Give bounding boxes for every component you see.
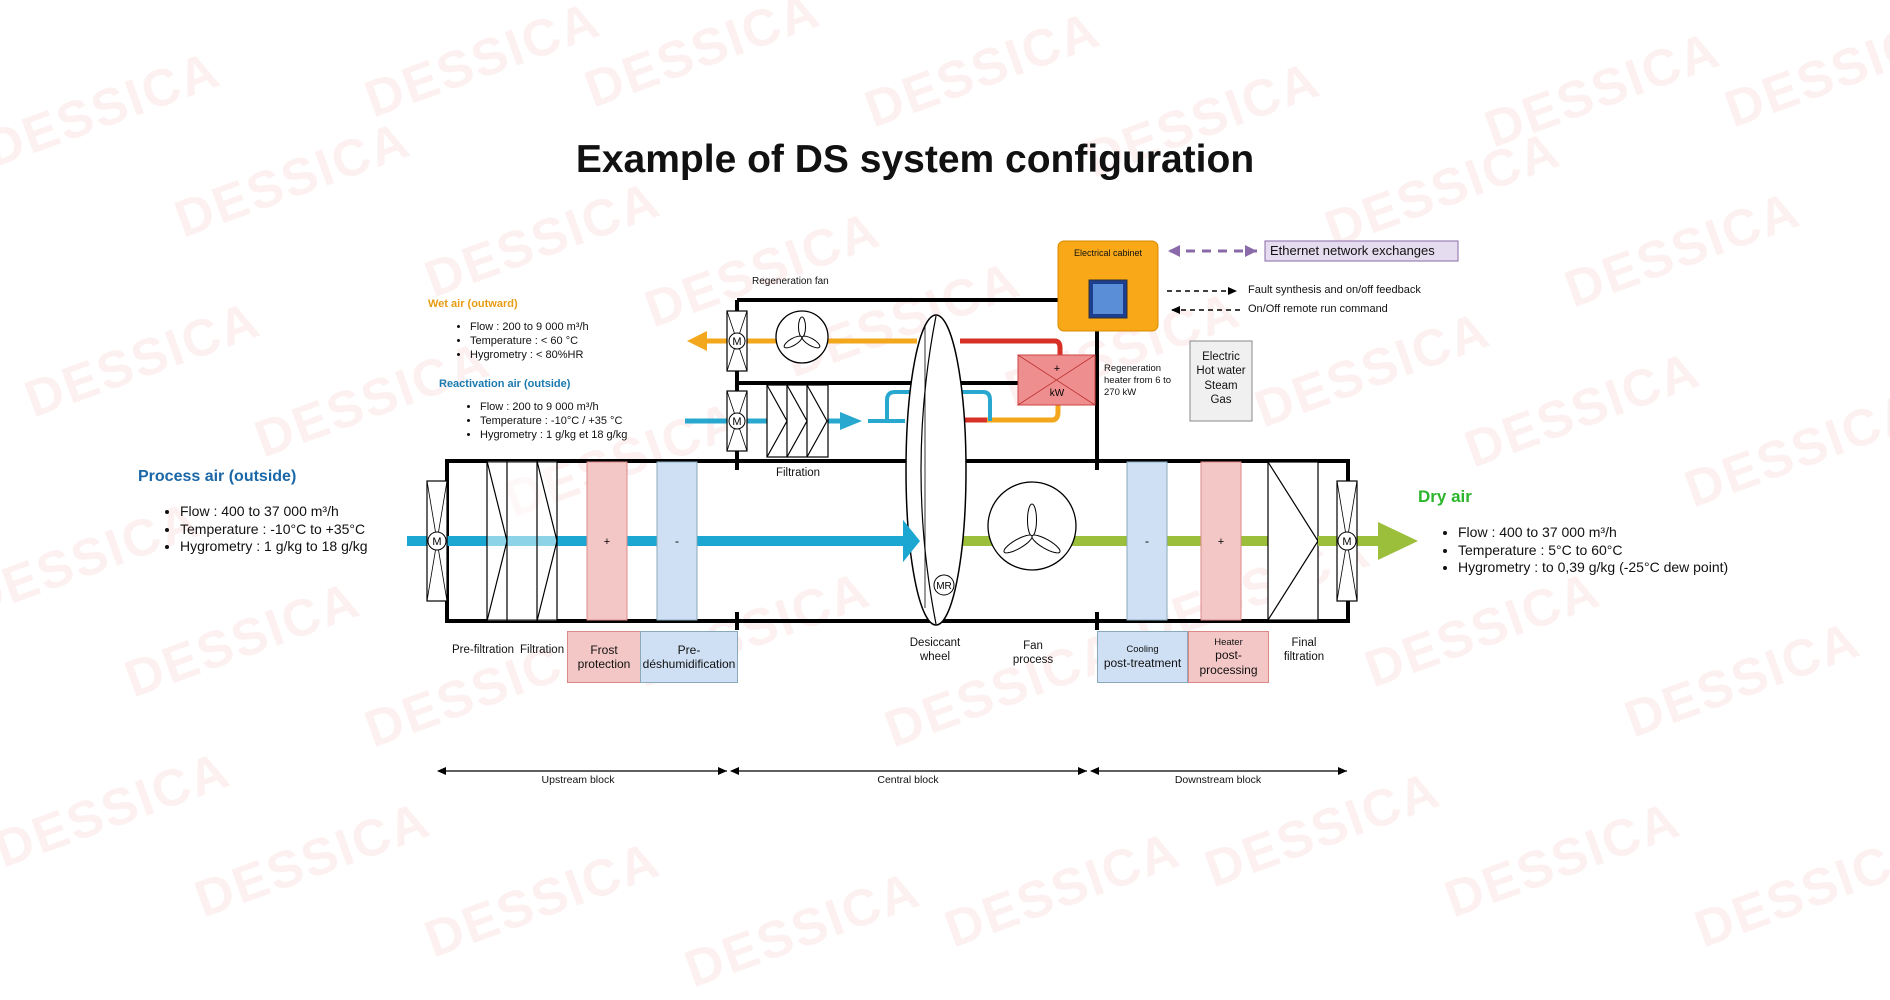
cooling-box: Cooling post-treatment <box>1097 631 1188 683</box>
prefiltration-label: Pre-filtration <box>452 644 514 656</box>
svg-text:M: M <box>432 536 441 548</box>
reactivation-filter <box>766 384 829 458</box>
heater-box: Heater post-processing <box>1188 631 1269 683</box>
pre-cooler <box>656 461 698 621</box>
fan-process-label: Fan process <box>1012 640 1054 667</box>
svg-text:+: + <box>604 536 610 548</box>
svg-text:-: - <box>675 534 679 548</box>
post-heater <box>1200 461 1242 621</box>
svg-text:+: + <box>1054 363 1060 375</box>
svg-text:-: - <box>1145 534 1149 548</box>
dry-air-title: Dry air <box>1418 487 1472 506</box>
filtration-label: Filtration <box>520 644 565 656</box>
final-filtration-label: Final filtration <box>1283 637 1325 664</box>
onoff-label: On/Off remote run command <box>1248 303 1388 315</box>
svg-text:M: M <box>1342 536 1351 548</box>
dry-air-list: Flow : 400 to 37 000 m³/h Temperature : … <box>1436 524 1738 577</box>
fault-label: Fault synthesis and on/off feedback <box>1248 284 1421 296</box>
process-air-title: Process air (outside) <box>138 468 297 485</box>
frost-protection-box: Frost protection <box>567 631 641 683</box>
svg-text:+: + <box>1218 536 1224 548</box>
energy-list: Electric Hot water Steam Gas <box>1196 351 1246 407</box>
regeneration-fan-label: Regeneration fan <box>752 276 829 287</box>
pre-dehumidification-box: Pre-déshumidification <box>640 631 738 683</box>
svg-text:M: M <box>732 416 741 428</box>
desiccant-wheel-label: Desiccant wheel <box>909 637 961 664</box>
reactivation-air-list: Flow : 200 to 9 000 m³/h Temperature : -… <box>458 401 700 442</box>
pre-filters <box>486 460 558 622</box>
page-title: Example of DS system configuration <box>575 138 1255 181</box>
wet-air-title: Wet air (outward) <box>428 298 518 310</box>
svg-text:kW: kW <box>1050 388 1065 399</box>
central-block-label: Central block <box>877 774 939 786</box>
process-air-list: Flow : 400 to 37 000 m³/h Temperature : … <box>158 503 440 556</box>
frost-heater <box>586 461 628 621</box>
regen-heater-label: Regeneration heater from 6 to 270 kW <box>1104 363 1172 398</box>
filtration-top-label: Filtration <box>775 467 821 479</box>
post-cooler <box>1126 461 1168 621</box>
ethernet-label: Ethernet network exchanges <box>1270 243 1435 258</box>
electrical-cabinet-label: Electrical cabinet <box>1073 248 1143 258</box>
regen-motor-m: M <box>732 336 741 348</box>
desiccant-wheel-icon <box>905 314 967 626</box>
downstream-block-label: Downstream block <box>1174 774 1262 786</box>
reactivation-air-title: Reactivation air (outside) <box>439 378 571 390</box>
svg-text:MR: MR <box>936 581 952 592</box>
energy-source-box <box>1189 340 1253 422</box>
system-diagram: M M MR + kW M <box>407 240 1459 775</box>
upstream-block-label: Upstream block <box>541 774 615 786</box>
final-filter <box>1267 461 1319 621</box>
wet-air-list: Flow : 200 to 9 000 m³/h Temperature : <… <box>448 321 670 362</box>
